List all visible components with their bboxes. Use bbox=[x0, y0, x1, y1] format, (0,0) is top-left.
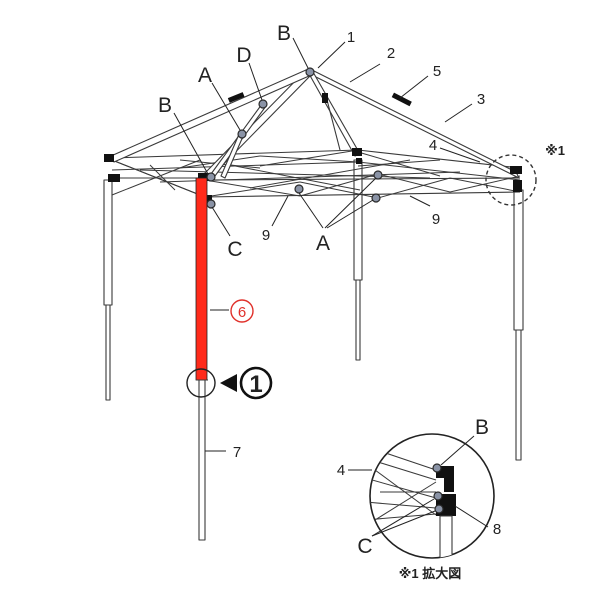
joint-a-lower-2 bbox=[373, 170, 383, 180]
inset-label-c: C bbox=[357, 535, 372, 558]
joint-a-lower-1 bbox=[294, 184, 304, 194]
joint-a-lower-3 bbox=[371, 193, 381, 203]
labels: B 1 2 5 3 4 D A B C 9 A 9 ※1 6 7 bbox=[158, 22, 565, 461]
label-9-left: 9 bbox=[262, 227, 270, 244]
inset-label-4: 4 bbox=[337, 462, 345, 479]
label-b-top: B bbox=[277, 22, 291, 45]
label-detail-marker: ※1 bbox=[545, 143, 565, 158]
inner-leg-part-6 bbox=[195, 177, 208, 381]
label-3: 3 bbox=[477, 91, 485, 108]
joints bbox=[206, 67, 383, 209]
label-2: 2 bbox=[387, 45, 395, 62]
circled-number-icon bbox=[239, 366, 273, 400]
joint-c-left bbox=[206, 199, 216, 209]
leg-front-highlighted bbox=[195, 177, 208, 541]
label-4: 4 bbox=[429, 137, 437, 154]
joint-a-upper bbox=[237, 129, 247, 139]
triangle-pointer-icon bbox=[220, 374, 237, 392]
truss-front-left bbox=[111, 159, 201, 196]
joint-b-left bbox=[206, 172, 216, 182]
inset-label-8: 8 bbox=[493, 521, 501, 538]
leg-right bbox=[513, 189, 524, 461]
leg-back-left bbox=[103, 179, 113, 401]
truss-front bbox=[204, 173, 521, 199]
joint-ring-step-1 bbox=[186, 368, 216, 398]
label-7: 7 bbox=[233, 444, 241, 461]
label-6: 6 bbox=[238, 304, 246, 321]
label-9-right: 9 bbox=[432, 211, 440, 228]
inset-joint-c-2 bbox=[434, 504, 444, 514]
roof-rafters bbox=[110, 69, 520, 179]
inset-joint-b bbox=[432, 463, 442, 473]
inset-circle bbox=[369, 433, 495, 559]
detail-inset: B C 4 8 ※1 拡大図 bbox=[337, 416, 501, 581]
joint-d bbox=[258, 99, 268, 109]
inset-joint-c-1 bbox=[433, 491, 443, 501]
label-1: 1 bbox=[347, 29, 355, 46]
leader-lines bbox=[173, 37, 481, 452]
step-marker: 1 bbox=[220, 366, 273, 400]
label-d: D bbox=[236, 44, 251, 67]
part-6-ring bbox=[230, 299, 254, 323]
step-marker-number: 1 bbox=[249, 371, 262, 398]
label-a-lower: A bbox=[316, 232, 330, 255]
label-b-left: B bbox=[158, 94, 172, 117]
outer-leg-part-7 bbox=[198, 379, 206, 541]
label-a-upper: A bbox=[198, 64, 212, 87]
inset-label-b: B bbox=[475, 416, 489, 439]
label-5: 5 bbox=[433, 63, 441, 80]
label-c-left: C bbox=[227, 238, 242, 261]
inset-caption: ※1 拡大図 bbox=[399, 566, 461, 581]
detail-zoom-circle bbox=[485, 154, 537, 206]
joint-b-top bbox=[305, 67, 315, 77]
